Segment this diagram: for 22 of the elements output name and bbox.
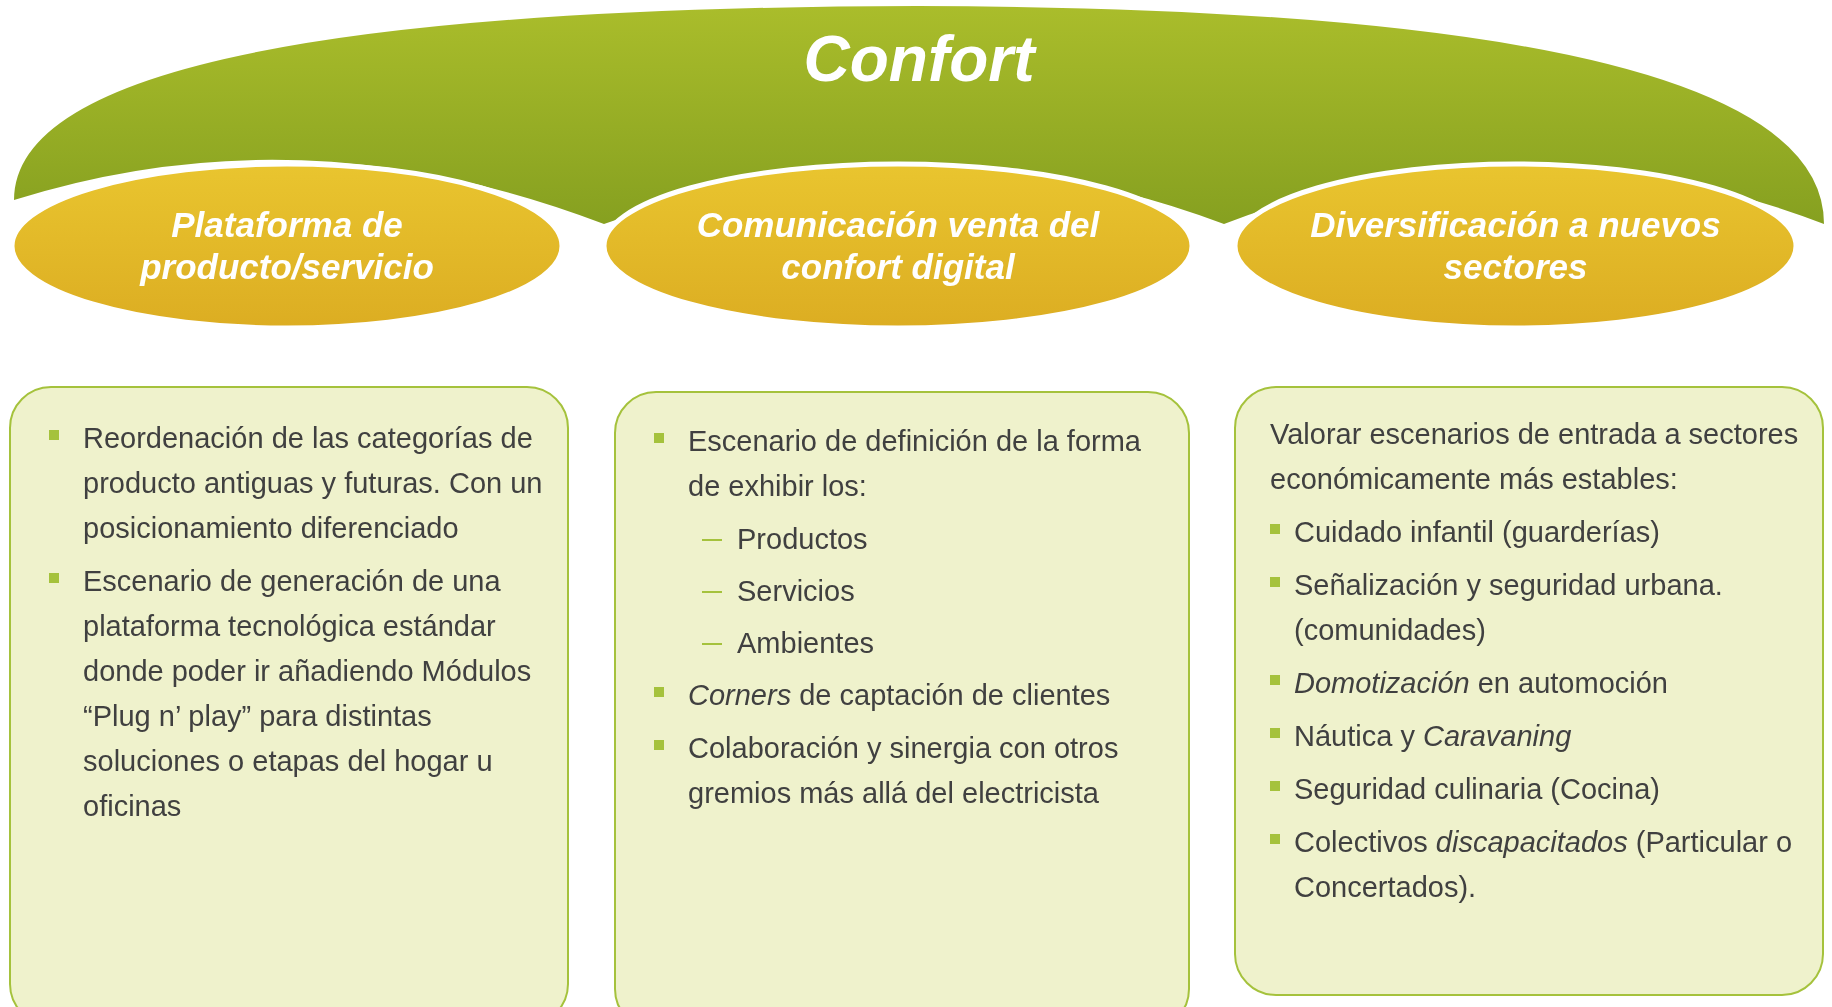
bullet-item: Escenario de definición de la forma de exhibir los:: [652, 419, 1164, 509]
bullet-item: Escenario de generación de una plataforma tecnológica estándar donde poder ir añadiendo Módulos “Plug n’ play” para distintas soluciones o etapas del hogar u oficinas: [47, 559, 543, 829]
text-card: [9, 386, 569, 1007]
sub-list-item: Ambientes: [652, 621, 1164, 666]
sub-list-item: Servicios: [652, 569, 1164, 614]
bullet-item: Náutica y Caravaning: [1270, 714, 1802, 759]
category-heading: Diversificación a nuevos sectores: [1309, 204, 1722, 288]
banner-heading: Confort: [802, 22, 1038, 96]
bullet-item: Corners de captación de clientes: [652, 673, 1164, 718]
text-card: [614, 391, 1190, 1007]
sub-list-item: Productos: [652, 517, 1164, 562]
category-heading: Plataforma de producto/servicio: [138, 204, 435, 288]
bullet-item: Domotización en automoción: [1270, 661, 1802, 706]
bullet-item: Cuidado infantil (guarderías): [1270, 510, 1802, 555]
text-card: [1234, 386, 1824, 996]
bullet-item: Reordenación de las categorías de producto antiguas y futuras. Con un posicionamiento diferenciado: [47, 416, 543, 551]
intro-text: Valorar escenarios de entrada a sectores económicamente más estables:: [1270, 417, 1800, 497]
bullet-item: Señalización y seguridad urbana. (comunidades): [1270, 563, 1802, 653]
bullet-item: Colaboración y sinergia con otros gremios más allá del electricista: [652, 726, 1164, 816]
bullet-item: Colectivos discapacitados (Particular o Concertados).: [1270, 820, 1802, 910]
bullet-item: Seguridad culinaria (Cocina): [1270, 767, 1802, 812]
category-heading: Comunicación venta del confort digital: [695, 204, 1101, 288]
